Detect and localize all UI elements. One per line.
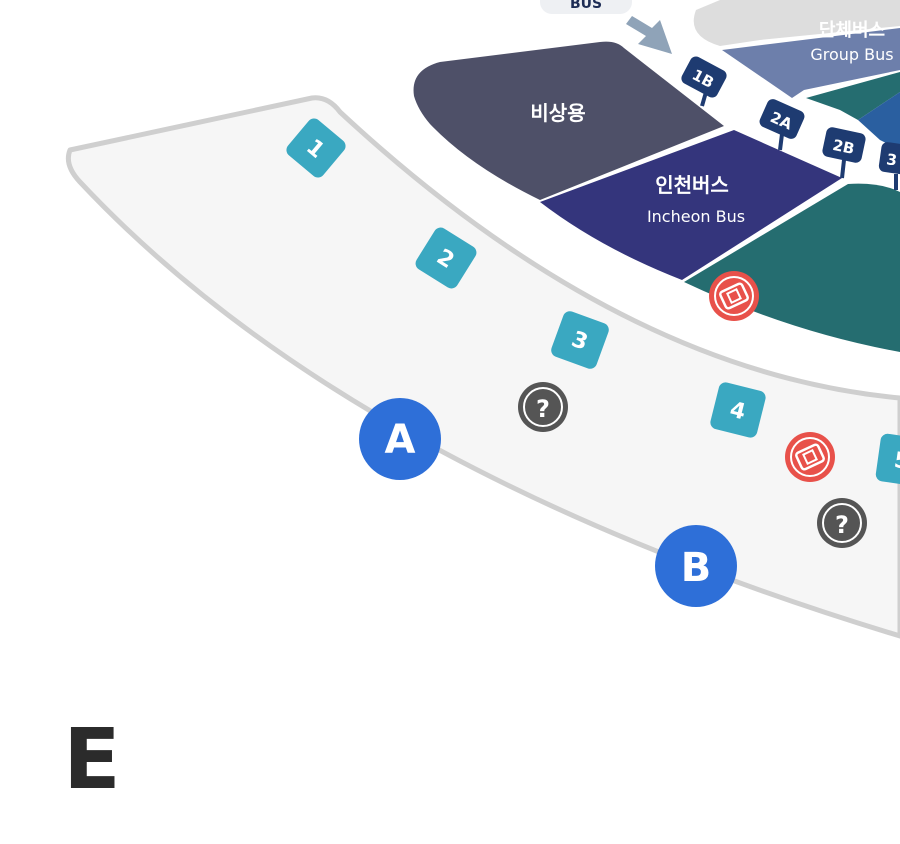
walkway bbox=[65, 95, 900, 639]
svg-text:4: 4 bbox=[727, 397, 748, 425]
svg-text:A: A bbox=[385, 417, 416, 463]
entrance-a[interactable]: A bbox=[359, 398, 441, 480]
svg-text:?: ? bbox=[835, 511, 849, 539]
zone-group-bus-label-en: Group Bus bbox=[810, 45, 893, 64]
svg-text:5: 5 bbox=[892, 448, 900, 475]
bus-stop-1b[interactable]: 1B bbox=[679, 54, 728, 107]
svg-text:2B: 2B bbox=[831, 136, 856, 158]
road-area bbox=[693, 0, 900, 46]
zone-blue[interactable] bbox=[858, 92, 900, 150]
svg-text:B: B bbox=[681, 545, 712, 591]
gate-5[interactable]: 5 bbox=[875, 433, 900, 487]
entrance-b[interactable]: B bbox=[655, 525, 737, 607]
zone-teal-main[interactable] bbox=[684, 183, 900, 352]
gate-4[interactable]: 4 bbox=[709, 381, 767, 439]
zone-group-bus[interactable] bbox=[722, 28, 900, 98]
gate-2[interactable]: 2 bbox=[413, 225, 479, 291]
gate-1[interactable]: 1 bbox=[284, 116, 349, 181]
zone-group-bus-label-ko: 단체버스 bbox=[819, 20, 885, 41]
zone-teal-upper[interactable] bbox=[806, 72, 900, 120]
ticket-icon[interactable] bbox=[709, 271, 759, 321]
area-label: E bbox=[63, 710, 120, 808]
gate-3[interactable]: 3 bbox=[549, 309, 611, 371]
arrow-icon bbox=[626, 16, 672, 54]
bus-stop-3[interactable]: 3 bbox=[878, 141, 900, 190]
ticket-icon[interactable] bbox=[785, 432, 835, 482]
svg-text:?: ? bbox=[536, 395, 550, 423]
bus-stop-2a[interactable]: 2A bbox=[758, 97, 807, 151]
zone-incheon-bus-label-en: Incheon Bus bbox=[647, 207, 745, 226]
bus-tag[interactable]: BUS bbox=[540, 0, 632, 14]
info-icon[interactable]: ? bbox=[518, 382, 568, 432]
bus-stop-2b[interactable]: 2B bbox=[821, 126, 866, 179]
bus-tag-label: BUS bbox=[570, 0, 602, 12]
zone-emergency-label: 비상용 bbox=[530, 101, 585, 125]
svg-text:3: 3 bbox=[885, 150, 898, 169]
info-icon[interactable]: ? bbox=[817, 498, 867, 548]
zone-emergency[interactable] bbox=[413, 41, 724, 200]
zone-incheon-bus-label-ko: 인천버스 bbox=[655, 173, 729, 197]
zone-incheon-bus[interactable] bbox=[540, 130, 842, 280]
